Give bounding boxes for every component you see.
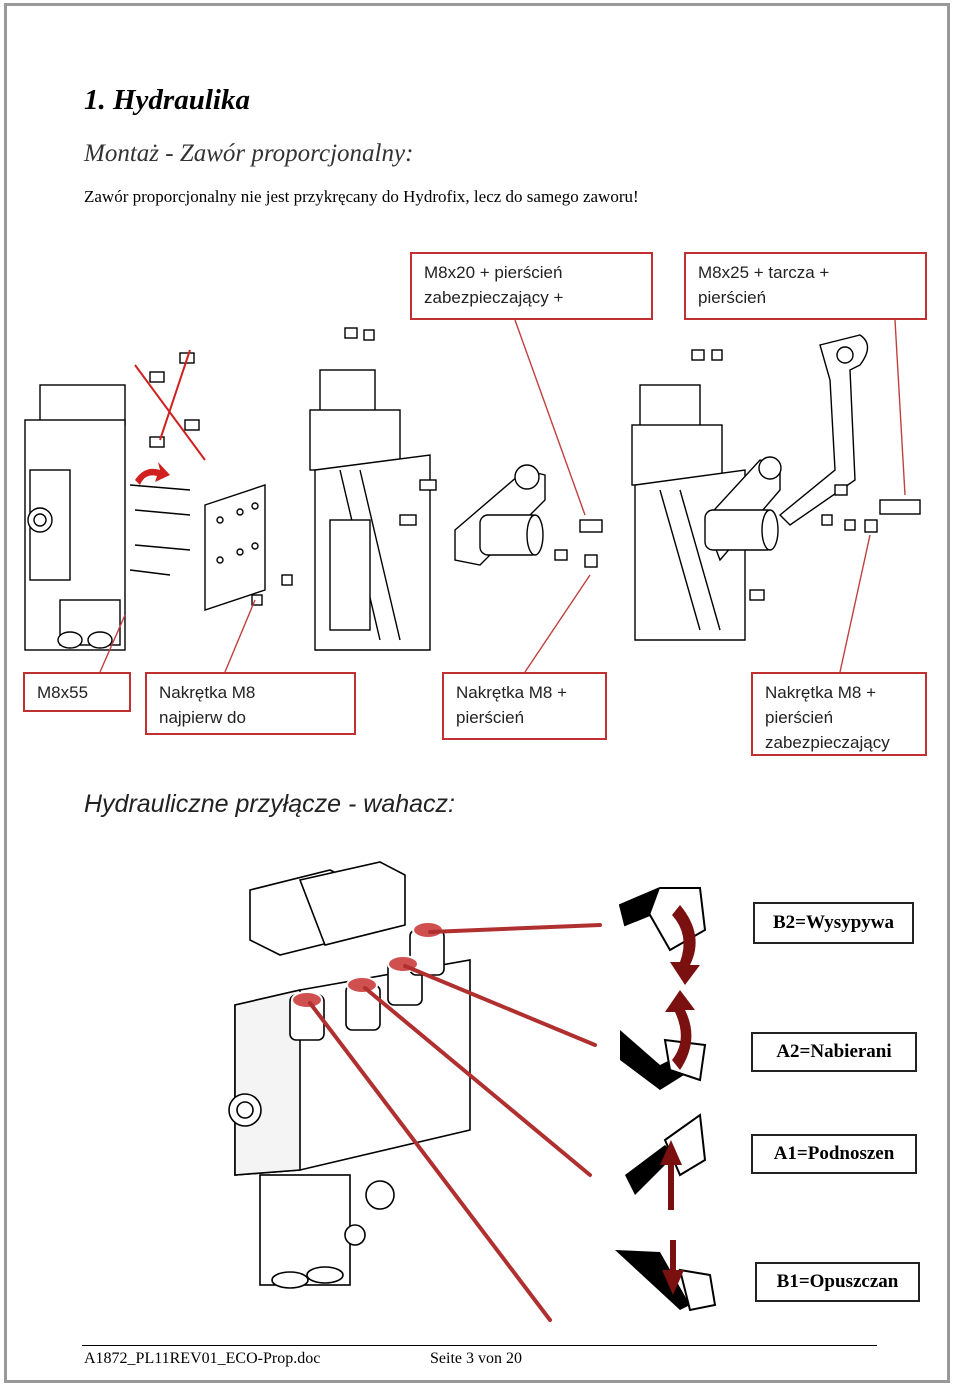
lift-up-icon [625,1113,707,1210]
valve-drawing-middle [309,327,603,651]
curved-arrow-icon [135,462,170,485]
callout-line: zabezpieczający [765,733,890,752]
port-label-a2: A2=Nabierani [751,1032,917,1072]
section2-heading: Hydrauliczne przyłącze - wahacz: [84,790,455,818]
subsection-heading: Montaż - Zawór proporcjonalny: [84,140,414,167]
footer-rule [82,1345,877,1346]
callout-line: M8x55 [37,683,89,702]
section-heading: 1. Hydraulika [84,84,250,116]
callout-m8x25: M8x25 + tarcza + pierścień [684,252,927,320]
callout-m8x20: M8x20 + pierścień zabezpieczający + [410,252,653,320]
tilt-down-icon [618,887,707,985]
callout-line: Nakrętka M8 [159,683,256,702]
callout-line: pierścień [456,708,525,727]
callout-m8x55: M8x55 [23,672,131,712]
port-label-b2: B2=Wysypywa [753,902,914,944]
callout-nut-lock-ring: Nakrętka M8 + pierścień zabezpieczający [751,672,927,756]
callout-line: M8x25 + tarcza + [698,263,830,282]
valve-drawing-left [24,352,293,651]
port-label-a1: A1=Podnoszen [751,1134,917,1174]
callout-line: Nakrętka M8 + [456,683,568,702]
callout-line: pierścień [765,708,834,727]
intro-paragraph: Zawór proporcjonalny nie jest przykręcan… [84,187,639,206]
callout-nut-first: Nakrętka M8 najpierw do [145,672,356,735]
page-frame [4,3,950,1383]
tilt-up-icon [620,990,707,1090]
footer-page-number: Seite 3 von 20 [430,1350,522,1367]
lower-down-icon [615,1240,717,1312]
port-label-b1: B1=Opuszczan [755,1262,920,1302]
red-cross-icon [134,349,206,461]
callout-nut-ring: Nakrętka M8 + pierścień [442,672,607,740]
callout-line: najpierw do [159,708,246,727]
footer-document-name: A1872_PL11REV01_ECO-Prop.doc [84,1350,321,1367]
callout-line: M8x20 + pierścień [424,263,563,282]
callout-line: zabezpieczający + [424,288,564,307]
callout-line: Nakrętka M8 + [765,683,877,702]
callout-line: pierścień [698,288,767,307]
valve-drawing-right [631,334,921,641]
